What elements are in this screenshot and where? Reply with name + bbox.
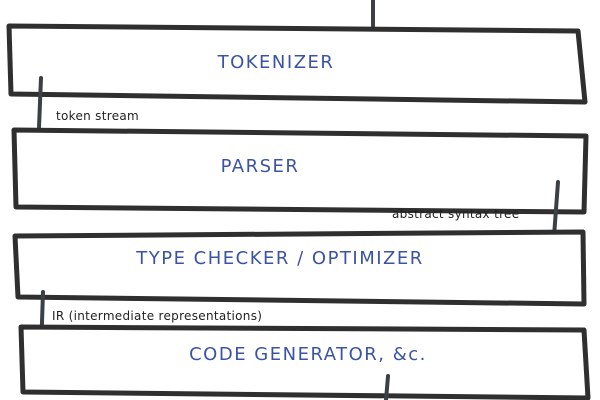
code-generator-label: CODE GENERATOR, &c. [189,344,427,365]
token-stream-label: token stream [56,109,139,123]
output-arrow [384,374,390,400]
type-checker-label: TYPE CHECKER / OPTIMIZER [135,248,424,269]
type-checker-stage: TYPE CHECKER / OPTIMIZER [12,229,587,307]
tokenizer-label: TOKENIZER [217,52,335,73]
tokenizer-stage: TOKENIZER [6,23,588,105]
code-generator-stage: CODE GENERATOR, &c. [18,324,591,400]
type-checker-box [12,229,587,307]
parser-stage: PARSER [11,127,589,215]
tokenizer-box [6,23,588,105]
syntax-tree-label: abstract syntax tree [392,207,519,221]
ir-label: IR (intermediate representations) [52,309,262,323]
parser-label: PARSER [221,156,300,177]
code-generator-box [18,324,591,400]
parser-box [11,127,589,215]
